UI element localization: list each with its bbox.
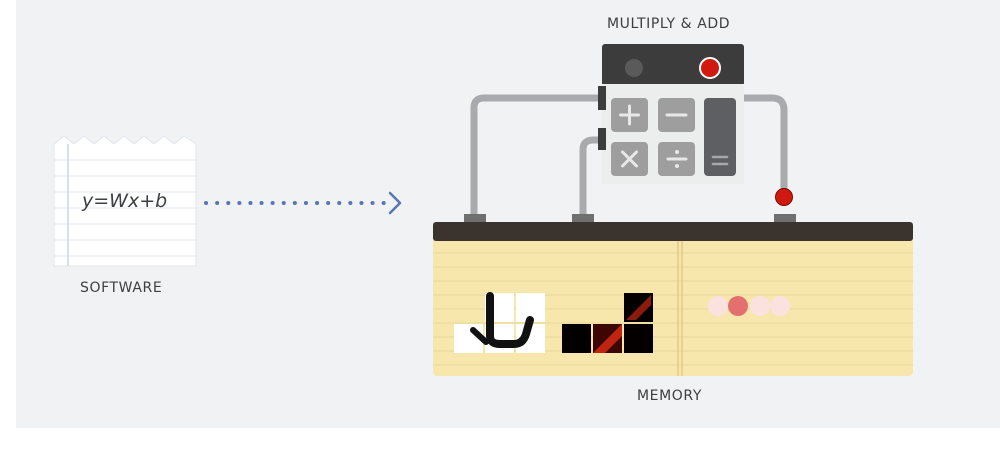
button-equals [704, 98, 736, 176]
indicator-off-icon [625, 59, 643, 77]
notepad-icon [53, 135, 197, 267]
pipe-connector [572, 214, 594, 223]
pipe-connector [464, 214, 486, 223]
arrow-right-icon [204, 191, 402, 215]
weight-tiles [562, 293, 653, 353]
button-multiply [611, 142, 648, 176]
equation-text: y=Wx+b [82, 190, 168, 212]
button-minus [658, 98, 695, 132]
red-valve [775, 188, 793, 206]
pipes [470, 94, 788, 224]
calculator-icon [598, 44, 744, 184]
button-plus [611, 98, 648, 132]
button-divide [658, 142, 695, 176]
multiply-add-label: MULTIPLY & ADD [607, 16, 731, 32]
desk-top [433, 222, 913, 241]
software-label: SOFTWARE [80, 280, 163, 296]
memory-label: MEMORY [637, 388, 703, 404]
pipe-connector [774, 214, 796, 223]
indicator-on-icon [699, 57, 721, 79]
image-tiles-input [454, 292, 545, 353]
output-beads [708, 296, 790, 316]
